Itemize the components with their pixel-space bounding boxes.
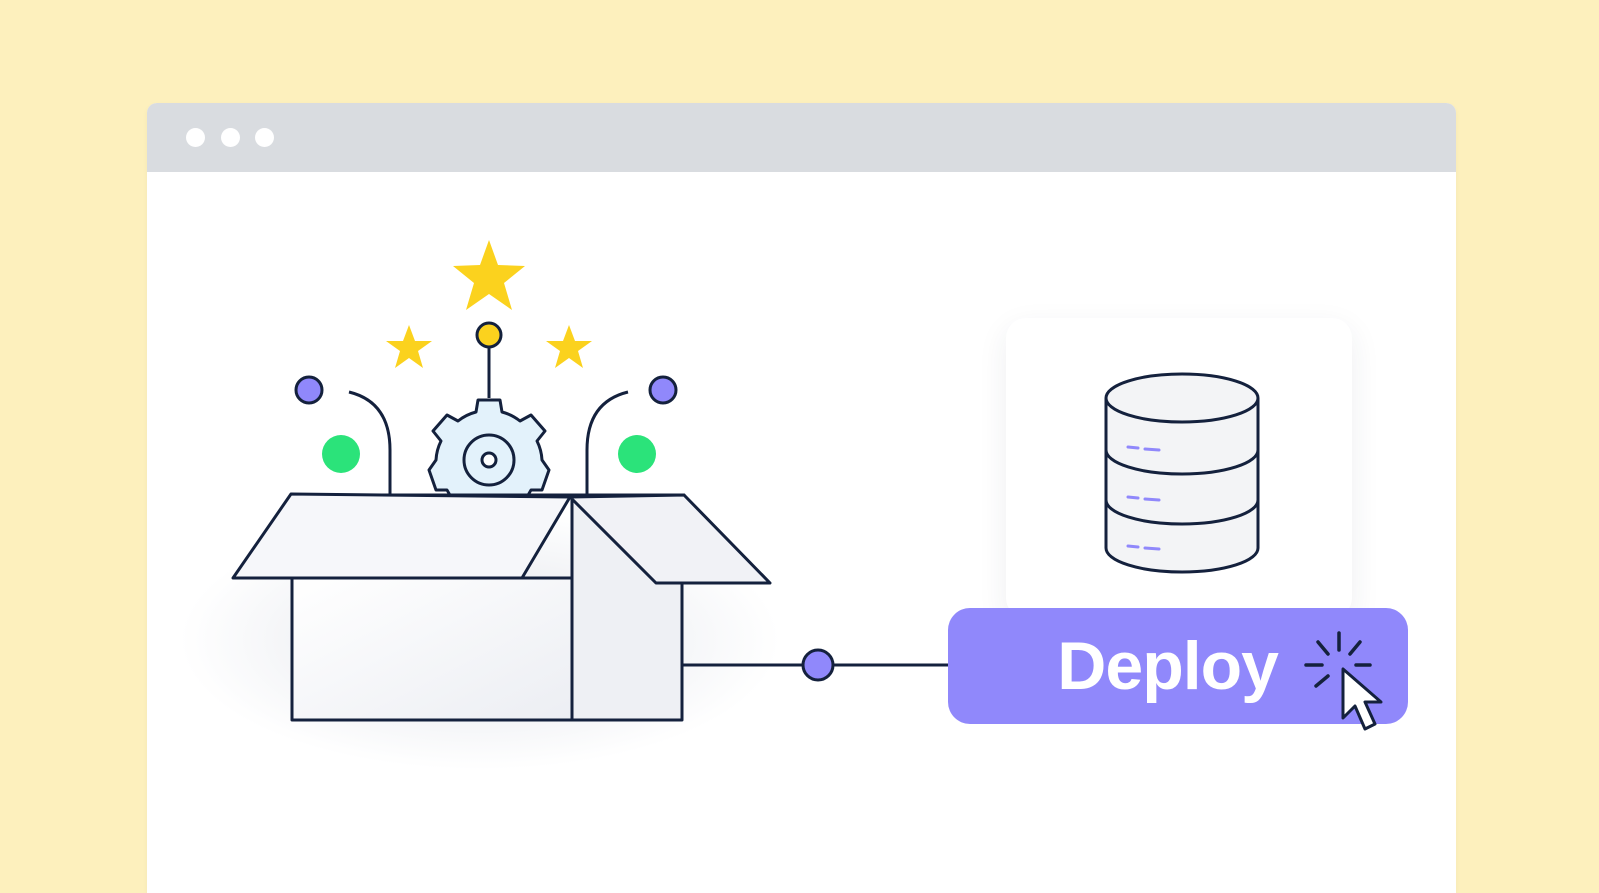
- connector-node: [801, 648, 835, 682]
- click-burst-icon: [1304, 631, 1372, 688]
- window-control-dot[interactable]: [255, 128, 274, 147]
- star-icon: [453, 240, 525, 310]
- left-antenna: [294, 375, 392, 495]
- deploy-button-label: Deploy: [1057, 628, 1279, 704]
- right-antenna: [585, 375, 678, 495]
- window-titlebar: [147, 103, 1456, 172]
- gear-antenna: [475, 321, 503, 398]
- star-icon: [546, 325, 592, 368]
- deploy-button[interactable]: Deploy: [948, 608, 1408, 724]
- green-dot: [322, 435, 360, 473]
- green-dot: [618, 435, 656, 473]
- cursor-overlay: [1304, 631, 1383, 731]
- window-control-dot[interactable]: [186, 128, 205, 147]
- window-control-dot[interactable]: [221, 128, 240, 147]
- gear-icon: [427, 398, 551, 507]
- cursor-icon: [1341, 667, 1383, 731]
- database-icon: [1104, 372, 1260, 574]
- connector-line: [680, 648, 950, 682]
- box-icon: [231, 492, 772, 722]
- illustration-canvas: [180, 240, 1260, 770]
- star-icon: [386, 325, 432, 368]
